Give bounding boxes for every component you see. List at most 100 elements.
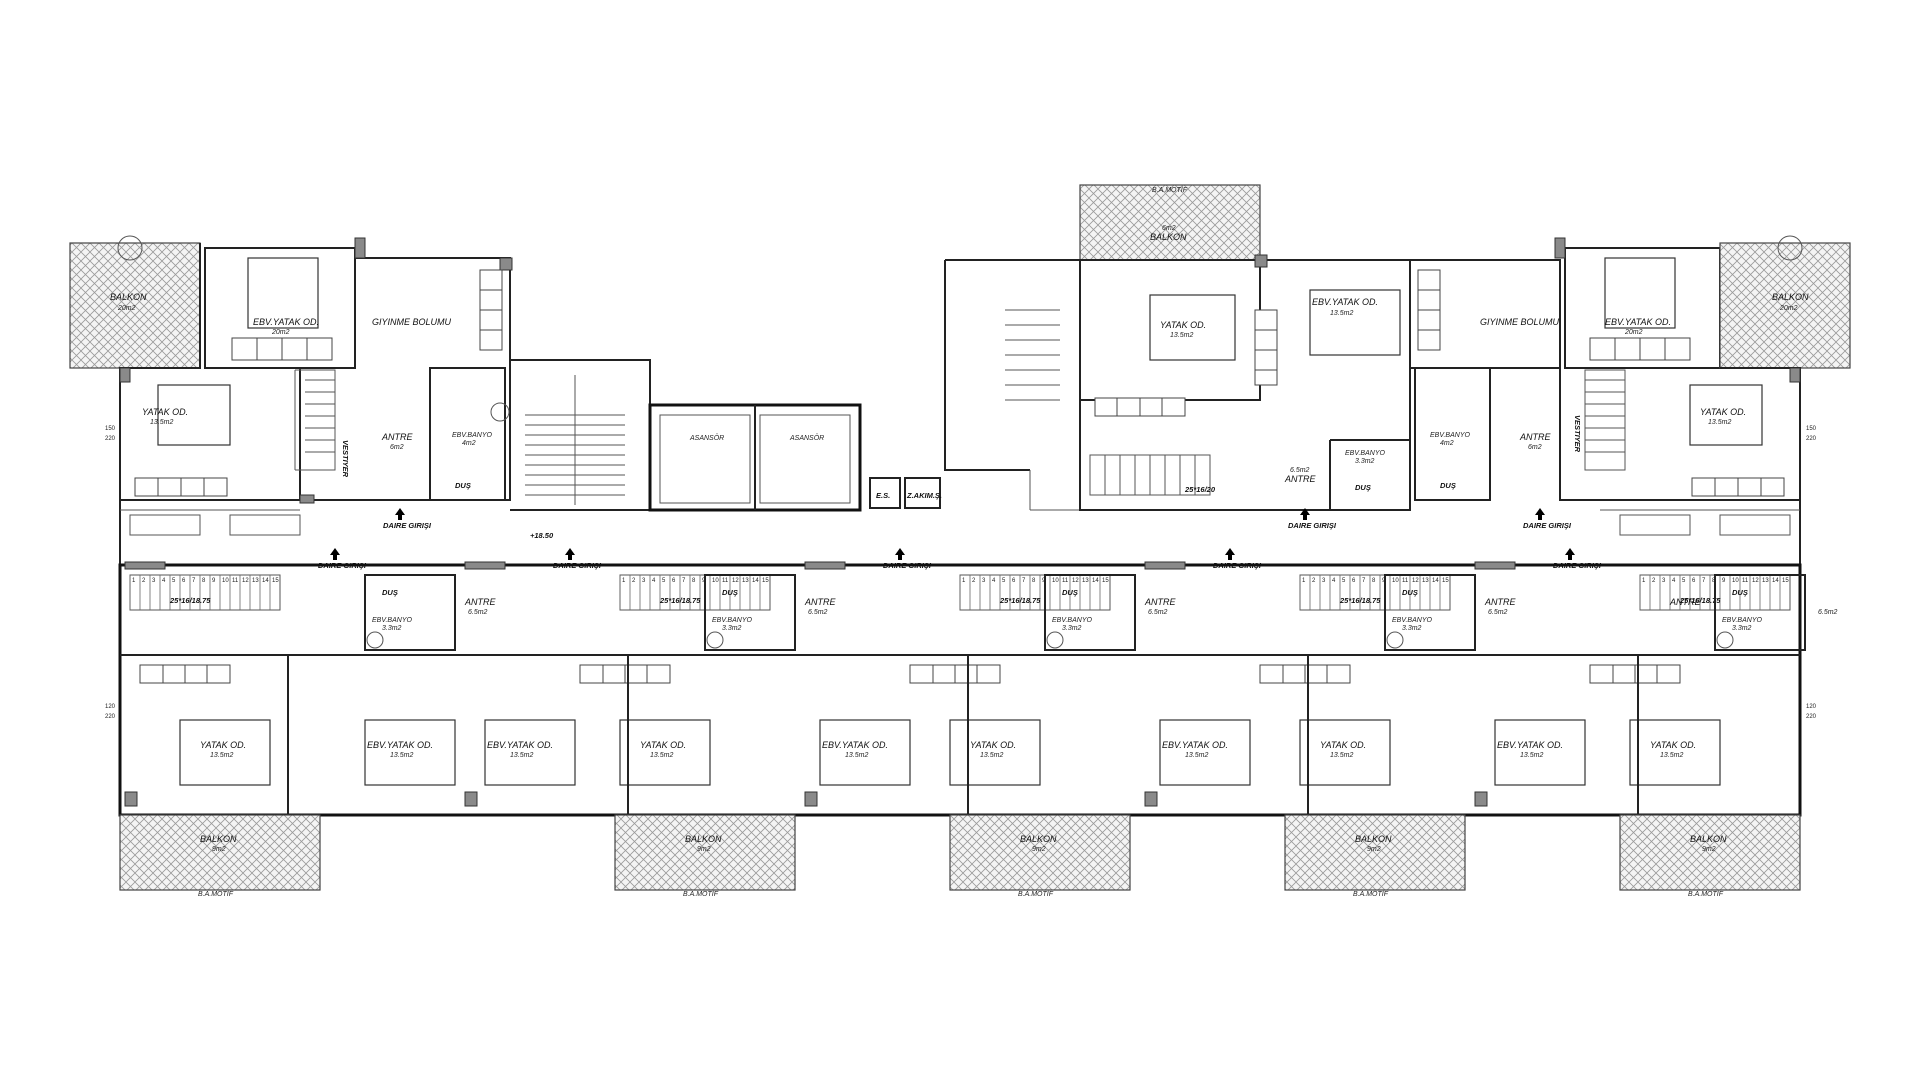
svg-text:6m2: 6m2: [1528, 444, 1542, 451]
balcony-label: BALKON: [1690, 834, 1727, 844]
svg-text:6.5m2: 6.5m2: [468, 609, 488, 616]
svg-text:6: 6: [182, 578, 186, 584]
svg-text:10: 10: [1732, 578, 1739, 584]
svg-text:6.5m2: 6.5m2: [808, 609, 828, 616]
svg-text:10: 10: [1052, 578, 1059, 584]
svg-text:20m2: 20m2: [1779, 305, 1798, 312]
entrance-label: DAIRE GIRIŞI: [1523, 521, 1572, 530]
bedroom-label: YATAK OD.: [200, 740, 246, 750]
entrance-label: DAIRE GIRIŞI: [553, 561, 602, 570]
svg-text:10: 10: [712, 578, 719, 584]
svg-text:4: 4: [652, 578, 656, 584]
bedroom-label-tl: YATAK OD.: [142, 407, 188, 417]
svg-text:13.5m2: 13.5m2: [1185, 752, 1208, 759]
svg-text:14: 14: [1432, 578, 1439, 584]
svg-text:20m2: 20m2: [271, 329, 290, 336]
svg-text:6.5m2: 6.5m2: [1148, 609, 1168, 616]
svg-text:VESTIYER: VESTIYER: [341, 440, 350, 478]
ebv-bath-label: EBV.BANYO: [372, 617, 412, 624]
elevator-2-label: ASANSÖR: [789, 434, 824, 442]
stair-core-right: [944, 259, 1080, 511]
ba-motif-label: B.A.MOTİF: [198, 890, 234, 898]
antre-label: ANTRE: [464, 597, 496, 607]
svg-text:4: 4: [162, 578, 166, 584]
stair-ratio-label: 25*16/18.75: [659, 596, 701, 605]
svg-text:20m2: 20m2: [1624, 329, 1643, 336]
ebv-bed: [819, 719, 911, 786]
svg-text:3: 3: [152, 578, 156, 584]
svg-text:2: 2: [1652, 578, 1656, 584]
bedroom-label: YATAK OD.: [1320, 740, 1366, 750]
svg-text:13.5m2: 13.5m2: [510, 752, 533, 759]
svg-text:7: 7: [682, 578, 686, 584]
ebv-bedroom-label: EBV.YATAK OD.: [1497, 740, 1563, 750]
entrance-marker-8: DAIRE GIRIŞI: [1553, 548, 1602, 570]
svg-text:3: 3: [1662, 578, 1666, 584]
shower-label: DUŞ: [1402, 588, 1418, 597]
svg-text:11: 11: [1062, 578, 1069, 584]
svg-text:9m2: 9m2: [1702, 846, 1716, 853]
ebv-bedroom-label: EBV.YATAK OD.: [367, 740, 433, 750]
bed: [179, 719, 271, 786]
svg-text:13.5m2: 13.5m2: [1330, 752, 1353, 759]
svg-text:13: 13: [1082, 578, 1089, 584]
svg-text:2: 2: [142, 578, 146, 584]
svg-text:9m2: 9m2: [212, 846, 226, 853]
stair-ratio-label: 25*16/18.75: [1679, 596, 1721, 605]
svg-text:15: 15: [1442, 578, 1449, 584]
bedroom-label: YATAK OD.: [970, 740, 1016, 750]
ba-motif-label: B.A.MOTİF: [1688, 890, 1724, 898]
svg-text:8: 8: [692, 578, 696, 584]
svg-text:220: 220: [105, 714, 116, 720]
ebv-bedroom-label: EBV.YATAK OD.: [1162, 740, 1228, 750]
balcony-label: BALKON: [685, 834, 722, 844]
svg-text:8: 8: [1372, 578, 1376, 584]
svg-text:12: 12: [1072, 578, 1079, 584]
bed: [1629, 719, 1721, 786]
stair-core-left: [510, 359, 651, 511]
es-label: E.S.: [876, 491, 890, 500]
balcony-top-center: [1079, 184, 1261, 261]
svg-text:14: 14: [752, 578, 759, 584]
ba-motif-label: B.A.MOTİF: [1018, 890, 1054, 898]
svg-text:DUŞ: DUŞ: [1440, 481, 1456, 490]
antre-label-tl: ANTRE: [381, 432, 413, 442]
svg-text:13.5m2: 13.5m2: [1520, 752, 1543, 759]
svg-text:7: 7: [1702, 578, 1706, 584]
bed: [949, 719, 1041, 786]
svg-text:6: 6: [1692, 578, 1696, 584]
antre-label-tr: ANTRE: [1519, 432, 1551, 442]
entrance-label: DAIRE GIRIŞI: [883, 561, 932, 570]
svg-text:DUŞ: DUŞ: [1355, 483, 1371, 492]
svg-text:3.3m2: 3.3m2: [1355, 458, 1375, 465]
bedroom-label-tr: YATAK OD.: [1700, 407, 1746, 417]
svg-text:1: 1: [1642, 578, 1646, 584]
balcony-label: BALKON: [110, 292, 147, 302]
svg-text:25*16/20: 25*16/20: [1184, 485, 1216, 494]
svg-text:1: 1: [132, 578, 136, 584]
ebv-bed: [1494, 719, 1586, 786]
svg-text:9: 9: [212, 578, 216, 584]
balcony-label: BALKON: [200, 834, 237, 844]
entrance-marker-7: DAIRE GIRIŞI: [1523, 508, 1572, 530]
entrance-label: DAIRE GIRIŞI: [1213, 561, 1262, 570]
svg-text:13.5m2: 13.5m2: [1170, 332, 1193, 339]
svg-text:2: 2: [632, 578, 636, 584]
svg-text:10: 10: [1392, 578, 1399, 584]
svg-text:13.5m2: 13.5m2: [150, 419, 173, 426]
svg-text:4m2: 4m2: [462, 440, 476, 447]
bed: [1299, 719, 1391, 786]
svg-text:12: 12: [242, 578, 249, 584]
svg-text:3.3m2: 3.3m2: [722, 625, 742, 632]
balcony-label: BALKON: [1355, 834, 1392, 844]
shower-label: DUŞ: [1062, 588, 1078, 597]
